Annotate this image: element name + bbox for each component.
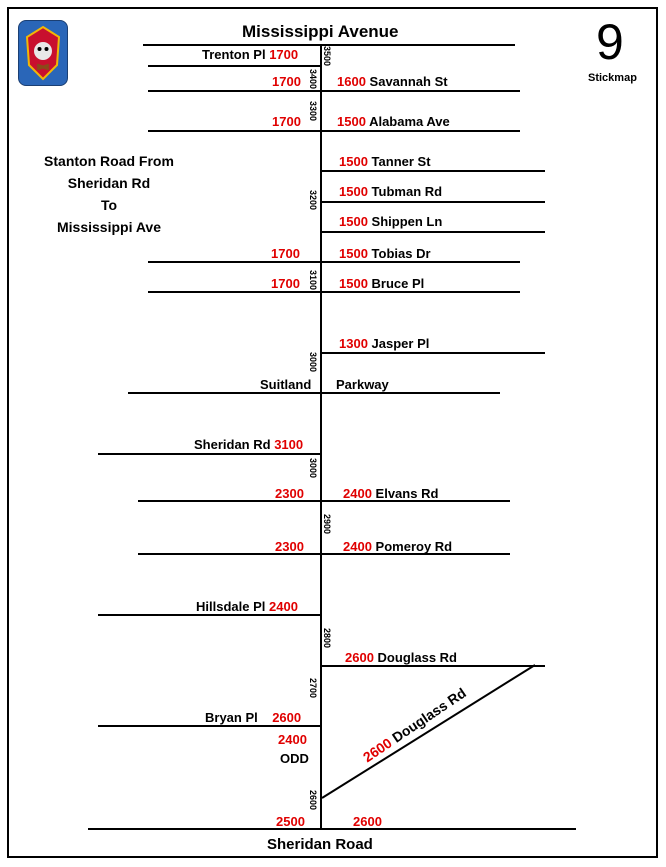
street-label-alabama-left: 1700	[272, 114, 301, 129]
description-line: To	[100, 197, 118, 213]
street-label-pomeroy: 2400 Pomeroy Rd	[343, 539, 453, 554]
street-line-alabama	[148, 130, 520, 132]
block-number: 3300	[308, 101, 318, 122]
street-line-savannah	[148, 90, 520, 92]
street-line-suitland	[128, 392, 500, 394]
bottom-number-right: 2600	[353, 814, 382, 829]
street-label-tobias-left: 1700	[271, 246, 300, 261]
map-title-top: Mississippi Avenue	[242, 22, 399, 41]
block-number: 3100	[308, 270, 318, 291]
street-label-hillsdale: Hillsdale Pl 2400	[196, 599, 298, 614]
street-label-suitland-right: Parkway	[336, 377, 389, 392]
main-street-line	[320, 44, 322, 830]
street-label-bruce-left: 1700	[271, 276, 300, 291]
block-number: 2800	[322, 628, 332, 649]
street-label-tobias: 1500 Tobias Dr	[339, 246, 431, 261]
street-line-sheridan-rd	[98, 453, 322, 455]
street-line-tobias	[148, 261, 520, 263]
dcfd-logo	[18, 20, 68, 86]
street-line-tubman	[320, 201, 545, 203]
block-number: 3400	[308, 69, 318, 90]
street-line-bruce	[148, 291, 520, 293]
block-number: 3000	[308, 352, 318, 373]
street-label-jasper: 1300 Jasper Pl	[339, 336, 430, 351]
street-line-sheridan-road	[88, 828, 576, 830]
street-label-bryan: Bryan Pl 2600	[205, 710, 302, 725]
description-line: Mississippi Ave	[56, 219, 161, 235]
block-number: 3200	[308, 190, 318, 211]
map-frame	[7, 7, 658, 858]
odd-note-label: ODD	[280, 751, 309, 766]
map-description: Stanton Road From Sheridan Rd To Mississ…	[30, 150, 188, 238]
street-label-elvans-left: 2300	[275, 486, 304, 501]
street-line-pomeroy	[138, 553, 510, 555]
street-label-pomeroy-left: 2300	[275, 539, 304, 554]
street-label-sheridan-rd: Sheridan Rd 3100	[194, 437, 304, 452]
block-number: 2900	[322, 514, 332, 535]
block-number: 2700	[308, 678, 318, 699]
street-line-trenton	[148, 65, 322, 67]
street-line-jasper	[320, 352, 545, 354]
map-title-bottom: Sheridan Road	[267, 836, 373, 853]
block-number: 2600	[308, 790, 318, 811]
street-label-elvans: 2400 Elvans Rd	[343, 486, 439, 501]
street-line-mississippi	[143, 44, 515, 46]
street-line-hillsdale	[98, 614, 322, 616]
page-caption: Stickmap	[588, 72, 637, 84]
description-line: Stanton Road From	[44, 153, 174, 169]
odd-note-number: 2400	[278, 732, 307, 747]
street-label-trenton: Trenton Pl 1700	[202, 47, 299, 62]
street-label-savannah: 1600 Savannah St	[337, 74, 448, 89]
block-number: 3500	[322, 46, 332, 67]
street-label-alabama: 1500 Alabama Ave	[337, 114, 450, 129]
street-line-douglass	[320, 665, 545, 667]
street-line-shippen	[320, 231, 545, 233]
street-label-shippen: 1500 Shippen Ln	[339, 214, 443, 229]
bottom-number-left: 2500	[276, 814, 305, 829]
street-line-elvans	[138, 500, 510, 502]
street-label-savannah-left: 1700	[272, 74, 301, 89]
street-line-bryan	[98, 725, 322, 727]
page-number: 9	[596, 14, 624, 70]
street-label-tubman: 1500 Tubman Rd	[339, 184, 443, 199]
street-label-suitland-left: Suitland	[260, 377, 312, 392]
street-label-tanner: 1500 Tanner St	[339, 154, 431, 169]
street-label-douglass: 2600 Douglass Rd	[345, 650, 458, 665]
street-line-tanner	[320, 170, 545, 172]
block-number: 3000	[308, 458, 318, 479]
description-line: Sheridan Rd	[67, 175, 151, 191]
street-label-bruce: 1500 Bruce Pl	[339, 276, 425, 291]
